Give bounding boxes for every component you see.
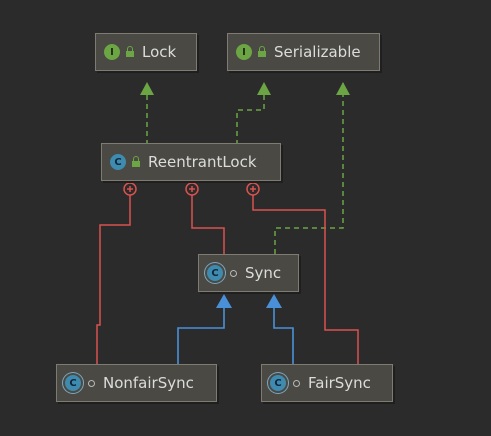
edge-reentrantlock-inner-fairsync (246, 182, 359, 364)
node-sync[interactable]: C Sync (198, 254, 299, 292)
edge-reentrantlock-inner-sync (185, 182, 225, 254)
inner-class-icon: C (270, 375, 286, 391)
node-reentrantlock[interactable]: C ReentrantLock (101, 143, 281, 181)
node-nonfairsync-label: NonfairSync (103, 374, 194, 392)
interface-icon: I (236, 44, 252, 60)
abstract-class-icon: C (207, 265, 223, 281)
public-lock-icon (132, 156, 140, 167)
node-sync-label: Sync (245, 264, 282, 282)
edge-sync-implements-serializable (274, 82, 350, 254)
interface-icon: I (104, 44, 120, 60)
inner-class-icon: C (65, 375, 81, 391)
edge-nonfairsync-extends-sync (177, 294, 232, 364)
package-private-icon (293, 379, 300, 387)
public-lock-icon (258, 46, 266, 57)
package-private-icon (230, 269, 237, 277)
package-private-icon (88, 379, 95, 387)
node-lock-label: Lock (142, 43, 177, 61)
node-serializable-label: Serializable (274, 43, 361, 61)
node-reentrantlock-label: ReentrantLock (148, 153, 257, 171)
node-nonfairsync[interactable]: C NonfairSync (56, 364, 217, 402)
class-icon: C (110, 154, 126, 170)
public-lock-icon (126, 46, 134, 57)
edge-fairsync-extends-sync (266, 294, 294, 364)
node-lock[interactable]: I Lock (95, 33, 197, 71)
edge-reentrantlock-inner-nonfairsync (96, 182, 137, 364)
node-fairsync[interactable]: C FairSync (261, 364, 393, 402)
node-serializable[interactable]: I Serializable (227, 33, 380, 71)
edge-reentrantlock-implements-lock (140, 82, 154, 145)
edge-reentrantlock-implements-serializable (236, 82, 271, 145)
node-fairsync-label: FairSync (308, 374, 371, 392)
